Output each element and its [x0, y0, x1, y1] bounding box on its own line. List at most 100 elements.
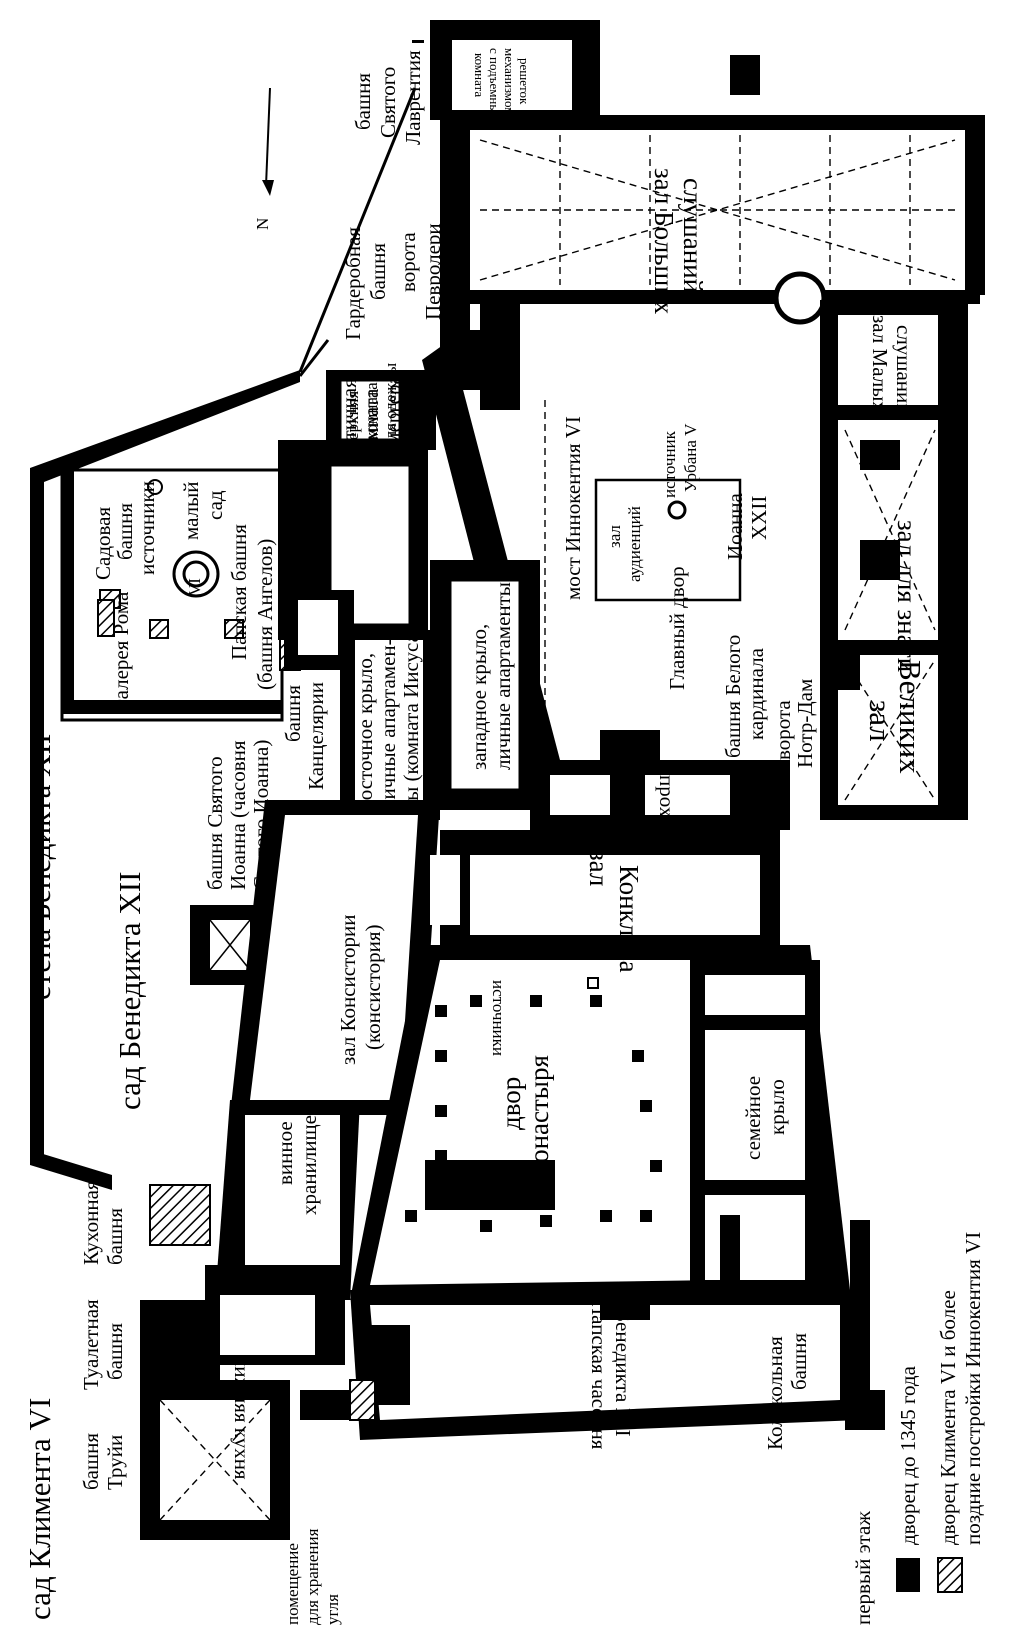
label-istochnik-urbana-2: Урбана V [681, 423, 700, 492]
cloister [350, 945, 850, 1300]
label-bashnya-ioanna-3: Святого Иоанна) [249, 740, 273, 890]
east-halls [820, 300, 968, 820]
label-bashnya-angelov: (башня Ангелов) [253, 539, 277, 690]
label-istochniki: источники [489, 980, 508, 1056]
great-audience-hall [430, 20, 985, 345]
label-vernaya-3: для одежды [381, 362, 400, 448]
west-wing [340, 340, 790, 830]
label-zal-znati: зал для знати [892, 520, 922, 672]
label-bashnya-truyi-2: Труйи [103, 1435, 127, 1490]
label-garderobnaya-2: башня [366, 243, 390, 300]
label-kolokolnaya-1: Колокольная [763, 1336, 787, 1450]
label-glavnyi-dvor: Главный двор [665, 566, 689, 690]
label-vernaya-2: комната [362, 382, 381, 440]
label-bashnya-lavrentiya-3: Лаврентия [401, 50, 425, 145]
label-sad-benedikta: сад Бенедикта XII [112, 872, 147, 1110]
label-kuhonnaya-1: Кухонная [79, 1180, 103, 1265]
label-zal-konsistorii-2: (консистория) [361, 924, 385, 1050]
north-arrow-label: N [253, 218, 272, 230]
label-zal-bolshih-1: зал Больших [649, 168, 679, 315]
label-zal-audienciy-1: зал [605, 525, 624, 548]
label-galereya-roma: галерея Рома [109, 591, 133, 708]
legend: первый этаж дворец до 1345 года дворец К… [851, 1232, 985, 1625]
cellar-kitchen [140, 1100, 360, 1540]
label-dvor-monastyrya-1: двор [496, 1077, 526, 1130]
label-bashnya-lavrentiya-1: башня [351, 73, 375, 130]
main-courtyard [440, 300, 820, 760]
label-zal-malyh-1: зал Малых [868, 315, 892, 412]
legend-item-1: дворец до 1345 года [896, 1365, 920, 1545]
label-vorota-notr-dam-2: Нотр-Дам [793, 679, 817, 768]
label-vorota-pevroleri-2: Певролери [421, 223, 445, 320]
label-prohod: проход [655, 775, 679, 837]
label-vostochnoe-2: личные апартамен- [376, 638, 400, 810]
label-pomeshenie-2: для хранения [303, 1528, 322, 1625]
label-tualetnaya-1: Туалетная [79, 1299, 103, 1390]
label-zal-malyh-2: слушаний [892, 325, 916, 415]
label-zapadnoe-1: западное крыло, [467, 624, 491, 770]
label-sadovaya-2: башня [113, 503, 137, 560]
label-kolokolnaya-2: башня [787, 1333, 811, 1390]
north-arrow-icon [262, 87, 274, 196]
legend-floor: первый этаж [851, 1511, 875, 1625]
legend-swatch-hatched [937, 1557, 963, 1593]
label-zal-audienciy-2: аудиенций [625, 506, 644, 582]
label-istochniki-small: источники [135, 481, 159, 575]
label-komnata-reshetok-4: решеток [517, 58, 532, 105]
label-papskaya-chasovnya-2: Бенедикта XII [611, 1310, 635, 1437]
legend-item-3: поздние постройки Иннокентия VI [961, 1232, 985, 1545]
label-vinnoe-2: хранилище [297, 1115, 321, 1215]
label-komnata-reshetok-1: комната [472, 53, 487, 97]
label-antichnaya-1: античная [337, 378, 361, 460]
label-malyi-sad-1: малый [179, 482, 203, 540]
papal-chapel [349, 1215, 885, 1440]
label-zal-bolshih-2: слушаний [678, 178, 708, 293]
label-vorota-notr-dam-1: ворота [771, 700, 795, 760]
label-komnata-reshetok-3: механизмом [502, 48, 517, 116]
label-komnata-reshetok-2: с подъемным [487, 48, 502, 121]
label-pomeshenie-1: помещение [283, 1543, 302, 1625]
label-papskaya-chasovnya-1: Папская часовня [587, 1300, 611, 1450]
label-zal-velikih-1: зал [863, 700, 898, 742]
label-ioanna-1: Иоанна [723, 493, 747, 560]
label-malyi-sad-2: сад [203, 490, 227, 520]
label-nizhnyaya-kuhnya: нижняя кухня [230, 1355, 254, 1480]
label-bashnya-ioanna-2: Иоанна (часовня [226, 740, 250, 890]
label-garderobnaya-1: Гардеробная [341, 227, 365, 340]
chamberlain-block [278, 370, 436, 670]
label-zal-velikih-2: Великих [893, 660, 928, 774]
label-vorota-pevroleri-1: ворота [396, 232, 420, 292]
label-vinnoe-1: винное [273, 1121, 297, 1185]
label-papskaya-bashnya: Папская башня [227, 524, 251, 660]
label-zal-konsistorii-1: зал Консистории [336, 915, 360, 1066]
label-dvor-monastyrya-2: монастыря [524, 1055, 554, 1180]
legend-item-2: дворец Климента VI и более [936, 1290, 960, 1545]
label-bashnya-belogo-1: башня Белого [721, 635, 745, 758]
labels: сад Климента VI стена Бенедикта XII сад … [22, 48, 928, 1625]
label-bashnya-lavrentiya-2: Святого [376, 67, 400, 138]
consistory [230, 800, 780, 1115]
benedict-wall [30, 40, 424, 1190]
label-antichnaya-3: камергера [381, 375, 405, 465]
label-kancelyariya-2: Канцелярии [304, 682, 328, 790]
label-vostochnoe-3: ты (комната Иисуса) [399, 626, 423, 810]
label-antichnaya-2: комната [359, 388, 383, 460]
label-zal-konklava-1: зал [584, 850, 614, 886]
label-semeinoe-1: семейное [741, 1076, 765, 1160]
label-pomeshenie-3: угля [323, 1594, 342, 1625]
label-sadovaya-1: Садовая [91, 507, 115, 580]
label-kuhonnaya-2: башня [103, 1208, 127, 1265]
label-tualetnaya-2: башня [103, 1323, 127, 1380]
label-bashnya-ioanna-1: башня Святого [203, 756, 227, 890]
label-vernaya-1: верхняя [343, 391, 362, 448]
label-zapadnoe-2: личные апартаменты [491, 582, 515, 770]
label-klement-vi: VI [185, 578, 204, 596]
label-semeinoe-2: крыло [765, 1079, 789, 1135]
label-most-innokentiya: мост Иннокентия VI [561, 416, 585, 600]
label-bashnya-truyi-1: башня [79, 1433, 103, 1490]
legend-swatch-solid [896, 1558, 920, 1592]
label-bashnya-belogo-2: кардинала [744, 647, 768, 740]
label-ioanna-2: XXII [747, 496, 771, 540]
